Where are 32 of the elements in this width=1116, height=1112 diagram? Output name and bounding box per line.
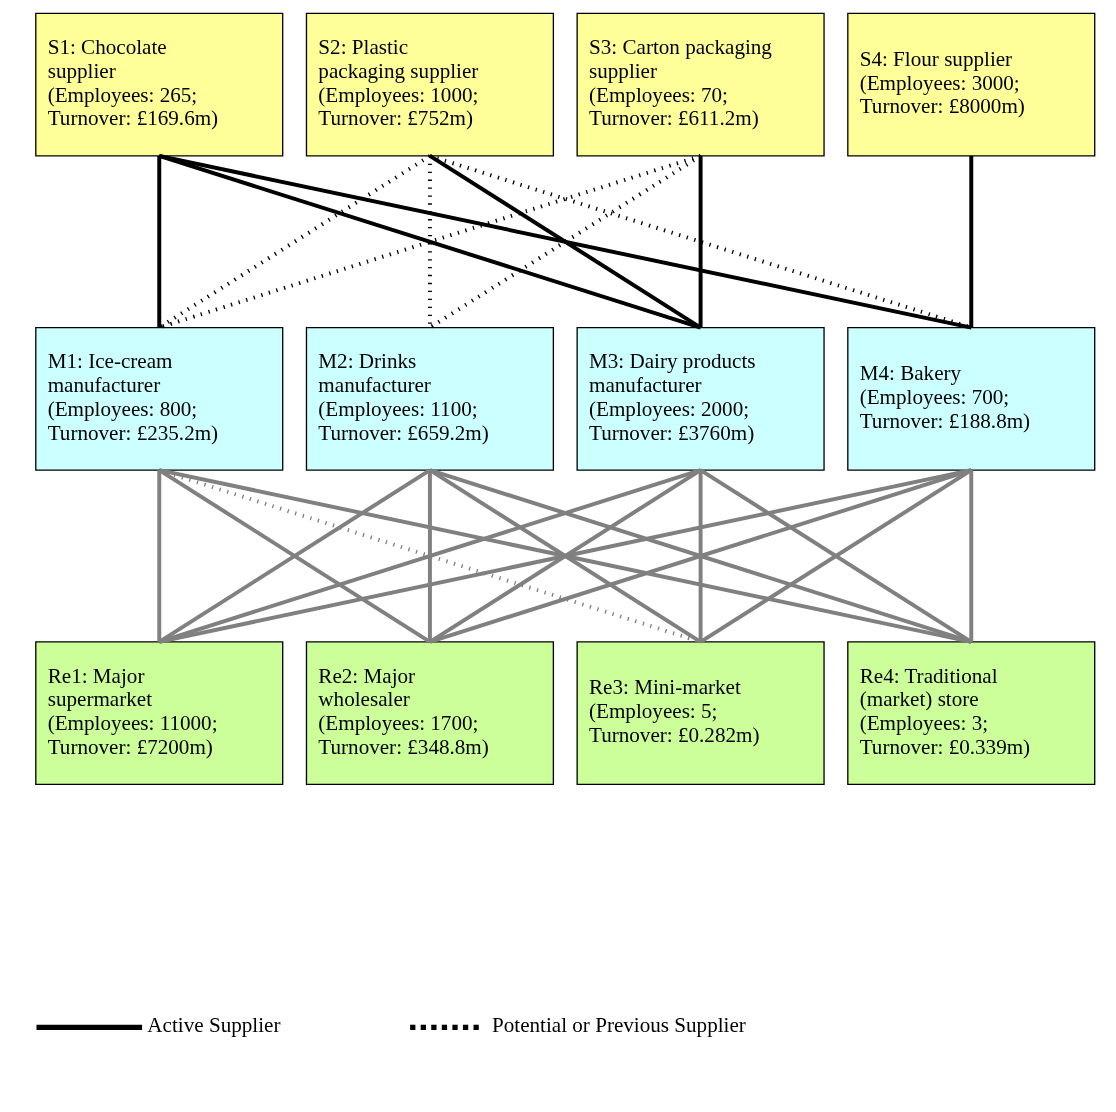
connector: [429, 468, 972, 644]
node-box: M3: Dairy products manufacturer (Employees: 2000; Turnover: £3760m): [576, 326, 825, 471]
connector: [158, 154, 431, 330]
connector: [158, 468, 431, 644]
connector: [699, 468, 973, 644]
legend-label: Potential or Previous Supplier: [491, 1013, 746, 1038]
node-box: S3: Carton packaging supplier (Employees: 70; Turnover: £611.2m): [576, 12, 825, 157]
connector: [428, 154, 702, 330]
node-box: S4: Flour supplier (Employees: 3000; Turnover: £8000m): [847, 12, 1096, 157]
connector: [429, 154, 972, 330]
connector: [698, 470, 703, 642]
node-box: S1: Chocolate supplier (Employees: 265; Turnover: £169.6m): [35, 12, 284, 157]
node-box: Re3: Mini-market (Employees: 5; Turnover: £0.282m): [576, 641, 825, 786]
connector: [158, 154, 702, 330]
node-box: M1: Ice-cream manufacturer (Employees: 800; Turnover: £235.2m): [35, 326, 284, 471]
connector: [158, 154, 972, 330]
connector: [157, 155, 162, 328]
connector: [157, 470, 162, 642]
node-box: S2: Plastic packaging supplier (Employees: 1000; Turnover: £752m): [305, 12, 555, 157]
connector: [428, 468, 702, 644]
node-box: Re4: Traditional (market) store (Employees: 3; Turnover: £0.339m): [847, 641, 1096, 786]
node-box: M4: Bakery (Employees: 700; Turnover: £188.8m): [847, 326, 1096, 471]
node-box: Re1: Major supermarket (Employees: 11000; Turnover: £7200m): [35, 641, 284, 786]
node-box: M2: Drinks manufacturer (Employees: 1100; Turnover: £659.2m): [305, 326, 555, 471]
connector: [698, 155, 703, 328]
connector: [158, 468, 702, 644]
connector: [158, 468, 972, 644]
node-box: Re2: Major wholesaler (Employees: 1700; Turnover: £348.8m): [305, 641, 555, 786]
connector: [427, 470, 432, 642]
connector: [969, 155, 974, 328]
legend-label: Active Supplier: [147, 1013, 281, 1038]
connector: [969, 470, 974, 642]
